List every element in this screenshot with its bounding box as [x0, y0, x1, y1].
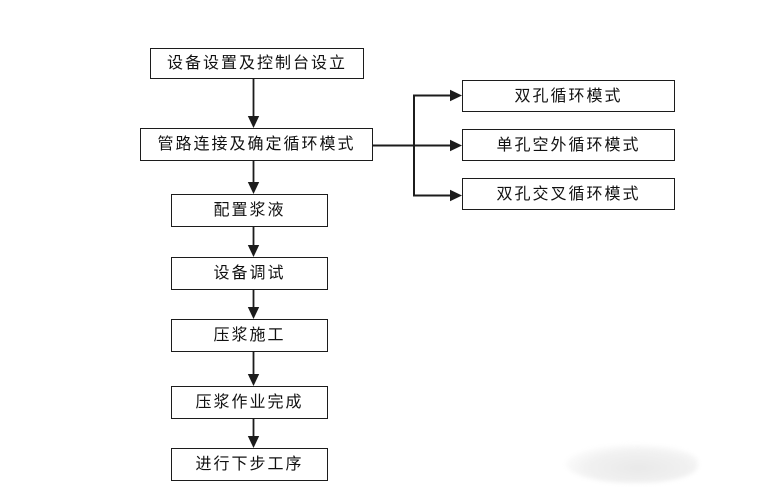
- flow-node-mode-cross: 双孔交叉循环模式: [462, 178, 675, 210]
- arrow-debug-to-grouting: [247, 290, 260, 319]
- arrow-complete-to-next: [247, 419, 260, 448]
- flow-node-mode-dual: 双孔循环模式: [462, 80, 675, 112]
- flow-node-slurry-label: 配置浆液: [213, 202, 286, 219]
- arrow-branch-to-mode-single: [414, 139, 462, 152]
- flow-node-mode-single: 单孔空外循环模式: [462, 129, 675, 161]
- flow-node-complete-label: 压浆作业完成: [195, 394, 304, 411]
- flow-node-mode-dual-label: 双孔循环模式: [514, 87, 623, 105]
- arrow-grouting-to-complete: [247, 352, 260, 386]
- arrow-setup-to-pipeline: [247, 79, 260, 128]
- flow-node-grouting-label: 压浆施工: [213, 327, 286, 344]
- flow-node-debug-label: 设备调试: [213, 265, 286, 282]
- flow-node-complete: 压浆作业完成: [171, 386, 328, 419]
- flow-node-next-step: 进行下步工序: [171, 448, 328, 481]
- flow-node-next-step-label: 进行下步工序: [195, 456, 304, 473]
- arrow-pipeline-to-slurry: [247, 161, 260, 194]
- arrow-branch-to-mode-cross: [414, 189, 462, 202]
- flow-node-mode-cross-label: 双孔交叉循环模式: [496, 185, 641, 203]
- branch-rail: [372, 94, 415, 197]
- flow-node-slurry: 配置浆液: [171, 194, 328, 227]
- flow-node-pipeline-label: 管路连接及确定循环模式: [157, 136, 356, 153]
- flow-node-mode-single-label: 单孔空外循环模式: [496, 136, 641, 154]
- flow-node-grouting: 压浆施工: [171, 319, 328, 352]
- arrow-slurry-to-debug: [247, 227, 260, 257]
- flow-node-setup-label: 设备设置及控制台设立: [166, 55, 347, 72]
- flow-node-setup: 设备设置及控制台设立: [150, 48, 364, 79]
- flow-node-debug: 设备调试: [171, 257, 328, 290]
- arrow-branch-to-mode-dual: [414, 89, 462, 102]
- flow-node-pipeline: 管路连接及确定循环模式: [140, 128, 373, 161]
